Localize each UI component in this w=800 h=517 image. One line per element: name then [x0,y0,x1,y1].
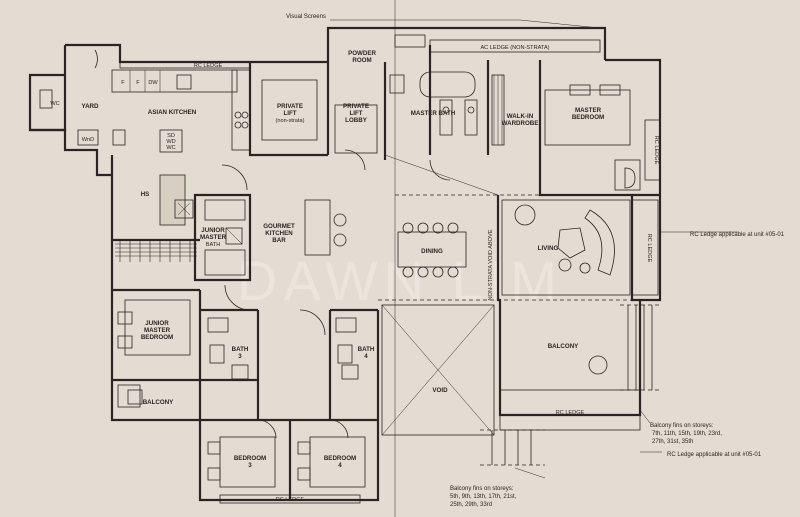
room-label-gourmet-2: KITCHEN [265,230,293,237]
fixture-sd: SD [167,133,175,139]
room-label-private-lift: PRIVATE [277,103,303,110]
room-label-jm-bath: JUNIOR [201,227,225,234]
note-fins-bottom-1: Balcony fins on storeys: [450,486,514,492]
room-label-lift-lobby: PRIVATE [343,103,369,110]
room-label-wardrobe: WARDROBE [502,120,539,127]
fixture-f2: F [136,80,140,86]
door-swings [94,49,451,439]
room-label-asian-kitchen: ASIAN KITCHEN [148,109,197,116]
room-label-balcony-left: BALCONY [143,399,174,406]
master-bed [544,84,641,191]
room-label-balcony-right: BALCONY [548,343,579,350]
fixture-f1: F [121,80,125,86]
room-label-private-lift-3: (non-strata) [276,118,305,124]
fixture-dw: DW [148,80,158,86]
ledge-label-rc-bottom: RC LEDGE [276,497,305,503]
room-label-powder-room: POWDER [348,50,376,57]
room-label-bedroom4: BEDROOM [324,455,356,462]
room-label-bath4: BATH [358,346,375,353]
room-label-living: LIVING [538,245,559,252]
room-label-bath4-num: 4 [364,353,368,360]
master-bath-fixtures [389,34,505,146]
living-furniture [501,199,631,296]
hatch-stairs [115,240,197,262]
kitchen-counter [111,69,251,151]
ledge-label-ac-top: AC LEDGE (NON-STRATA) [480,45,549,51]
dashed-lines [378,154,660,466]
ledge-label-rc-mid: RC LEDGE [556,410,585,416]
ledge-label-rc-right1: RC LEDGE [653,136,659,165]
room-label-lift-lobby-3: LOBBY [345,117,368,124]
note-fins-right-3: 27th, 31st, 35th [652,439,693,445]
ledge-label-rc-right2: RC LEDGE [646,234,652,263]
room-label-jm-bedroom-3: BEDROOM [141,334,173,341]
room-label-jm-bedroom: JUNIOR [145,320,169,327]
note-rc-ledge-a: RC Ledge applicable at unit #05-01 [690,232,785,238]
room-label-void: VOID [432,387,448,394]
junior-master-furniture [117,199,246,408]
dining-table [397,222,467,278]
note-fins-right-1: Balcony fins on storeys: [650,423,714,429]
room-label-bath3: BATH [232,346,249,353]
void-area [381,304,495,436]
kitchen-island [304,199,347,256]
room-label-lift-lobby-2: LIFT [349,110,362,117]
balcony-fins [491,305,653,465]
room-label-jm-bath-2: MASTER [200,234,227,241]
note-fins-right-2: 7th, 11th, 15th, 19th, 23rd, [652,431,722,437]
room-label-master-bath: MASTER BATH [411,110,456,117]
watermark: DAWN LIM [237,249,563,312]
room-label-wc: WC [50,101,59,107]
room-label-powder-room-2: ROOM [352,57,371,64]
room-label-hs: HS [141,191,150,198]
bedroom-furniture [207,436,366,488]
note-fins-bottom-2: 5th, 9th, 13th, 17th, 21st, [450,494,517,500]
fixture-wd: WD [166,139,175,145]
ledge-label-rc-top: RC LEDGE [194,63,223,69]
note-visual-screens: Visual Screens [286,14,326,20]
balcony-furniture [127,355,608,405]
room-label-jm-bath-3: BATH [206,242,221,248]
note-rc-ledge-b: RC Ledge applicable at unit #05-01 [667,452,762,458]
room-label-jm-bedroom-2: MASTER [144,327,171,334]
room-label-bedroom4-num: 4 [338,462,342,469]
room-label-bedroom3: BEDROOM [234,455,266,462]
room-label-bath3-num: 3 [238,353,242,360]
room-label-gourmet-3: BAR [272,237,286,244]
room-label-master-bedroom: MASTER [575,107,602,114]
note-fins-bottom-3: 25th, 29th, 33rd [450,502,492,508]
fixture-wc: WC [166,145,175,151]
annotation-leaders [330,19,738,479]
room-label-dining: DINING [421,248,443,255]
room-label-bedroom3-num: 3 [248,462,252,469]
utility-fixtures [39,89,194,226]
room-label-walk-in: WALK-IN [507,113,534,120]
room-label-non-strata-void: NON-STRATA VOID ABOVE [488,229,494,300]
room-label-gourmet: GOURMET [263,223,295,230]
room-label-wd: WnD [82,137,94,143]
room-label-private-lift-2: LIFT [283,110,296,117]
bath-fixtures [207,317,359,380]
room-label-master-bedroom-2: BEDROOM [572,114,604,121]
room-label-yard: YARD [82,103,99,110]
